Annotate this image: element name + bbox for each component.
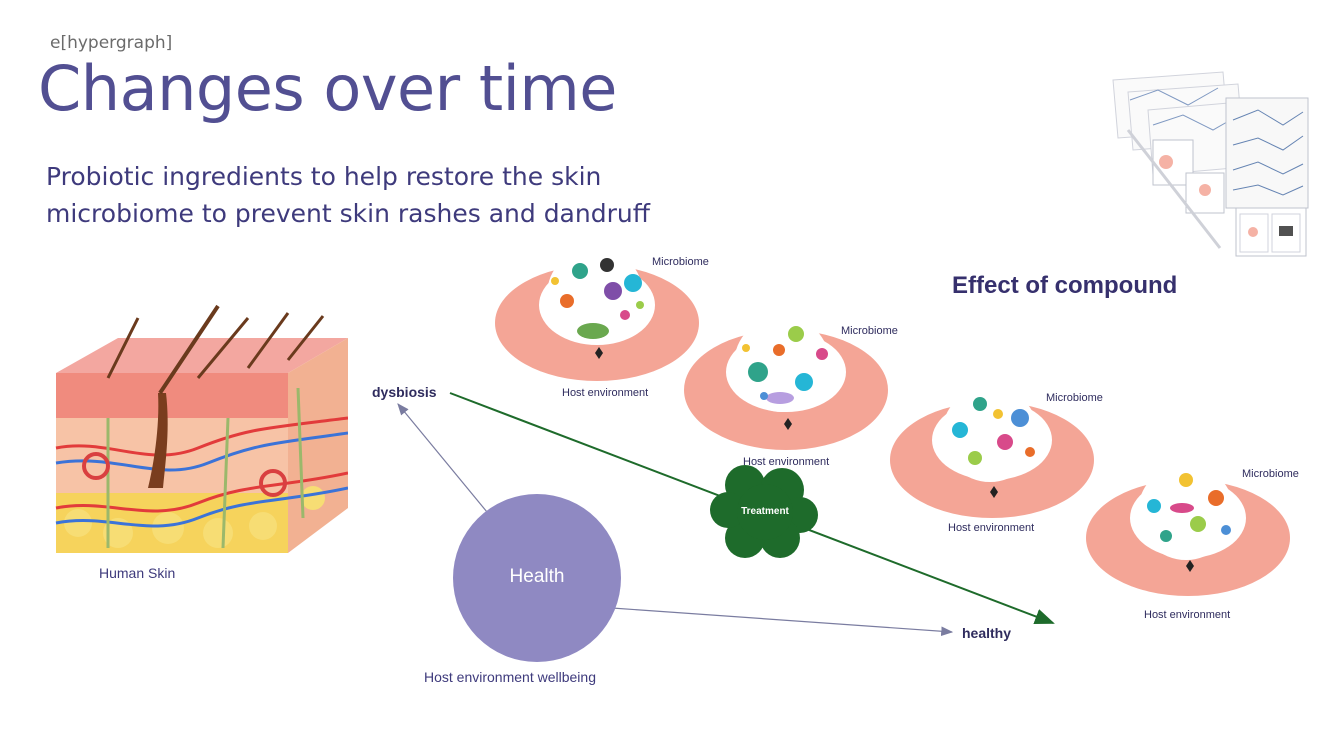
host-environment-label-1: Host environment xyxy=(562,387,649,399)
healthy-axis-arrow xyxy=(611,607,954,637)
effect-title: Effect of compound xyxy=(952,272,1178,299)
microbiome-stage-3 xyxy=(890,386,1094,518)
skin-label: Human Skin xyxy=(99,565,176,581)
host-environment-label-4: Host environment xyxy=(1144,609,1231,621)
brand-label: e[hypergraph] xyxy=(50,33,173,53)
human-skin-illustration xyxy=(55,304,348,553)
hypergraph-thumbnail xyxy=(1112,71,1309,257)
microbiome-label-3: Microbiome xyxy=(1046,392,1103,404)
wellbeing-label: Host environment wellbeing xyxy=(424,669,596,685)
treatment-label: Treatment xyxy=(741,506,789,517)
healthy-label: healthy xyxy=(962,625,1012,641)
microbiome-label-1: Microbiome xyxy=(652,256,709,268)
microbiome-stage-1 xyxy=(495,247,699,381)
treatment-cloud xyxy=(710,465,818,558)
microbiome-stage-4 xyxy=(1086,464,1290,596)
health-circle xyxy=(453,494,621,662)
dysbiosis-axis-arrow xyxy=(397,403,488,513)
host-environment-label-3: Host environment xyxy=(948,522,1035,534)
dysbiosis-label: dysbiosis xyxy=(372,384,437,400)
microbiome-stage-2 xyxy=(684,316,888,450)
subtitle-line-2: microbiome to prevent skin rashes and da… xyxy=(46,199,650,228)
subtitle-line-1: Probiotic ingredients to help restore th… xyxy=(46,162,602,191)
health-label: Health xyxy=(509,566,565,587)
host-environment-label-2: Host environment xyxy=(743,456,830,468)
page-title: Changes over time xyxy=(38,52,617,125)
page-subtitle: Probiotic ingredients to help restore th… xyxy=(46,158,686,232)
microbiome-label-4: Microbiome xyxy=(1242,468,1299,480)
microbiome-label-2: Microbiome xyxy=(841,325,898,337)
